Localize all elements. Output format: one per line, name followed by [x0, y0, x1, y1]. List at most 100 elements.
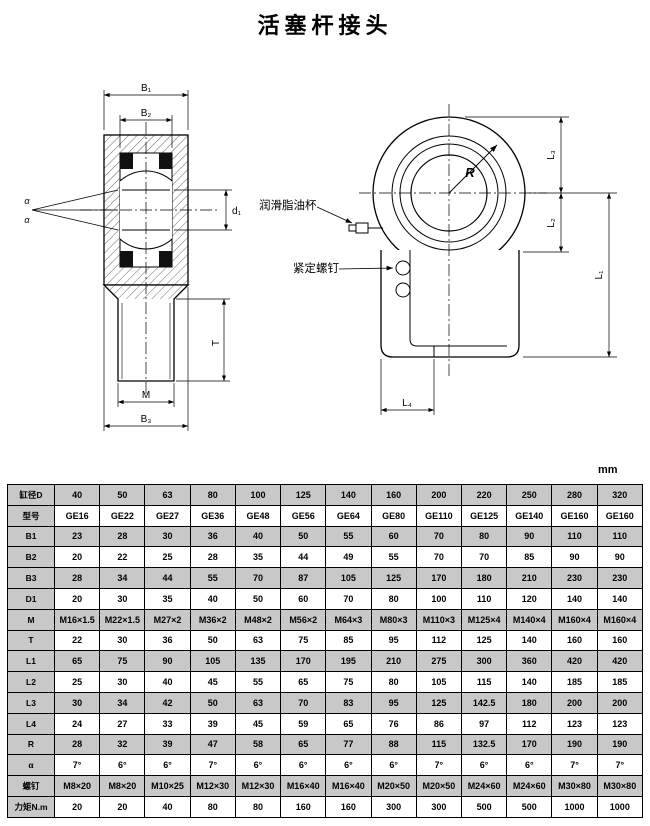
spec-cell: 500 [460, 795, 508, 818]
dim-labels-side: R L₃ L₂ L₁ L₄ 润滑脂油杯 紧定螺钉 [259, 150, 605, 409]
spec-cell: M12×30 [189, 775, 236, 797]
spec-cell: 6° [506, 754, 553, 777]
spec-cell: 90 [144, 650, 191, 673]
spec-cell: 275 [415, 650, 462, 673]
spec-cell: 170 [506, 733, 553, 756]
spec-cell: 30 [99, 587, 146, 610]
spec-cell: M140×4 [506, 608, 553, 631]
spec-cell: M80×3 [370, 608, 417, 631]
spec-cell: 34 [99, 567, 146, 589]
spec-cell: M125×4 [460, 608, 508, 631]
spec-cell: 50 [189, 691, 236, 714]
spec-cell: 70 [460, 546, 508, 569]
spec-cell: 6° [460, 754, 508, 777]
spec-cell: 180 [460, 567, 508, 589]
spec-cell: 40 [234, 525, 282, 548]
spec-cell: 500 [506, 795, 553, 818]
spec-cell: 40 [144, 671, 191, 693]
spec-cell: 420 [551, 650, 598, 673]
spec-cell: M64×3 [325, 608, 372, 631]
spec-cell: 55 [189, 567, 236, 589]
spec-cell: 132.5 [460, 733, 508, 756]
spec-cell: GE27 [144, 504, 191, 527]
row-label: L2 [7, 671, 55, 693]
spec-cell: 112 [506, 712, 553, 735]
rod-eye-section [102, 134, 190, 382]
dim-r: R [465, 165, 475, 180]
spec-cell: 30 [99, 629, 146, 652]
dim-l3: L₃ [546, 150, 557, 160]
spec-cell: 185 [551, 671, 598, 693]
spec-cell: 125 [280, 484, 327, 506]
spec-cell: 36 [144, 629, 191, 652]
row-label: D1 [7, 587, 55, 610]
dim-m: M [142, 390, 150, 401]
spec-cell: 28 [189, 546, 236, 569]
spec-cell: M16×1.5 [53, 608, 101, 631]
row-label: 螺钉 [7, 775, 55, 797]
spec-cell: 44 [280, 546, 327, 569]
spec-cell: GE125 [460, 504, 508, 527]
spec-cell: 95 [370, 691, 417, 714]
spec-cell: GE110 [415, 504, 462, 527]
spec-cell: 75 [280, 629, 327, 652]
spec-cell: 160 [370, 484, 417, 506]
spec-cell: 105 [415, 671, 462, 693]
spec-cell: GE56 [280, 504, 327, 527]
spec-cell: 7° [415, 754, 462, 777]
spec-cell: 100 [234, 484, 282, 506]
spec-cell: 140 [596, 587, 644, 610]
spec-cell: 95 [370, 629, 417, 652]
front-view-drawing: B₁ B₂ d₁ T M B₃ α α [24, 83, 242, 431]
dim-alpha-lower: α [24, 215, 30, 225]
spec-cell: 125 [370, 567, 417, 589]
spec-cell: 50 [280, 525, 327, 548]
spec-cell: 7° [53, 754, 101, 777]
spec-cell: M27×2 [144, 608, 191, 631]
spec-cell: 6° [280, 754, 327, 777]
row-label: L4 [7, 712, 55, 735]
spec-cell: 50 [234, 587, 282, 610]
spec-cell: M56×2 [280, 608, 327, 631]
spec-cell: 65 [280, 671, 327, 693]
spec-cell: 230 [596, 567, 644, 589]
grease-fitting-icon [348, 222, 383, 234]
spec-cell: 200 [415, 484, 462, 506]
spec-cell: 20 [53, 795, 101, 818]
spec-cell: GE160 [551, 504, 598, 527]
spec-cell: 30 [53, 691, 101, 714]
set-screw-lower [395, 282, 411, 298]
radius-arrow [448, 144, 498, 194]
spec-cell: 112 [415, 629, 462, 652]
spec-cell: 44 [144, 567, 191, 589]
seal-blocks [120, 153, 172, 267]
row-label: R [7, 733, 55, 756]
row-label: L3 [7, 691, 55, 714]
spec-cell: 1000 [596, 795, 644, 818]
spec-cell: 80 [370, 587, 417, 610]
spec-cell: 50 [189, 629, 236, 652]
row-label: L1 [7, 650, 55, 673]
spec-cell: 35 [144, 587, 191, 610]
spec-cell: 6° [234, 754, 282, 777]
spec-cell: 36 [189, 525, 236, 548]
dim-alpha-upper: α [24, 196, 30, 206]
spec-cell: 39 [144, 733, 191, 756]
spec-cell: 90 [506, 525, 553, 548]
row-label: M [7, 608, 55, 631]
spec-cell: 123 [596, 712, 644, 735]
spec-cell: 45 [189, 671, 236, 693]
spec-cell: M12×30 [234, 775, 282, 797]
spec-cell: 230 [551, 567, 598, 589]
spec-cell: M36×2 [189, 608, 236, 631]
spec-cell: 210 [506, 567, 553, 589]
spec-cell: 7° [189, 754, 236, 777]
dim-t: T [211, 340, 222, 346]
spec-cell: M8×20 [53, 775, 101, 797]
row-label: α [7, 754, 55, 777]
